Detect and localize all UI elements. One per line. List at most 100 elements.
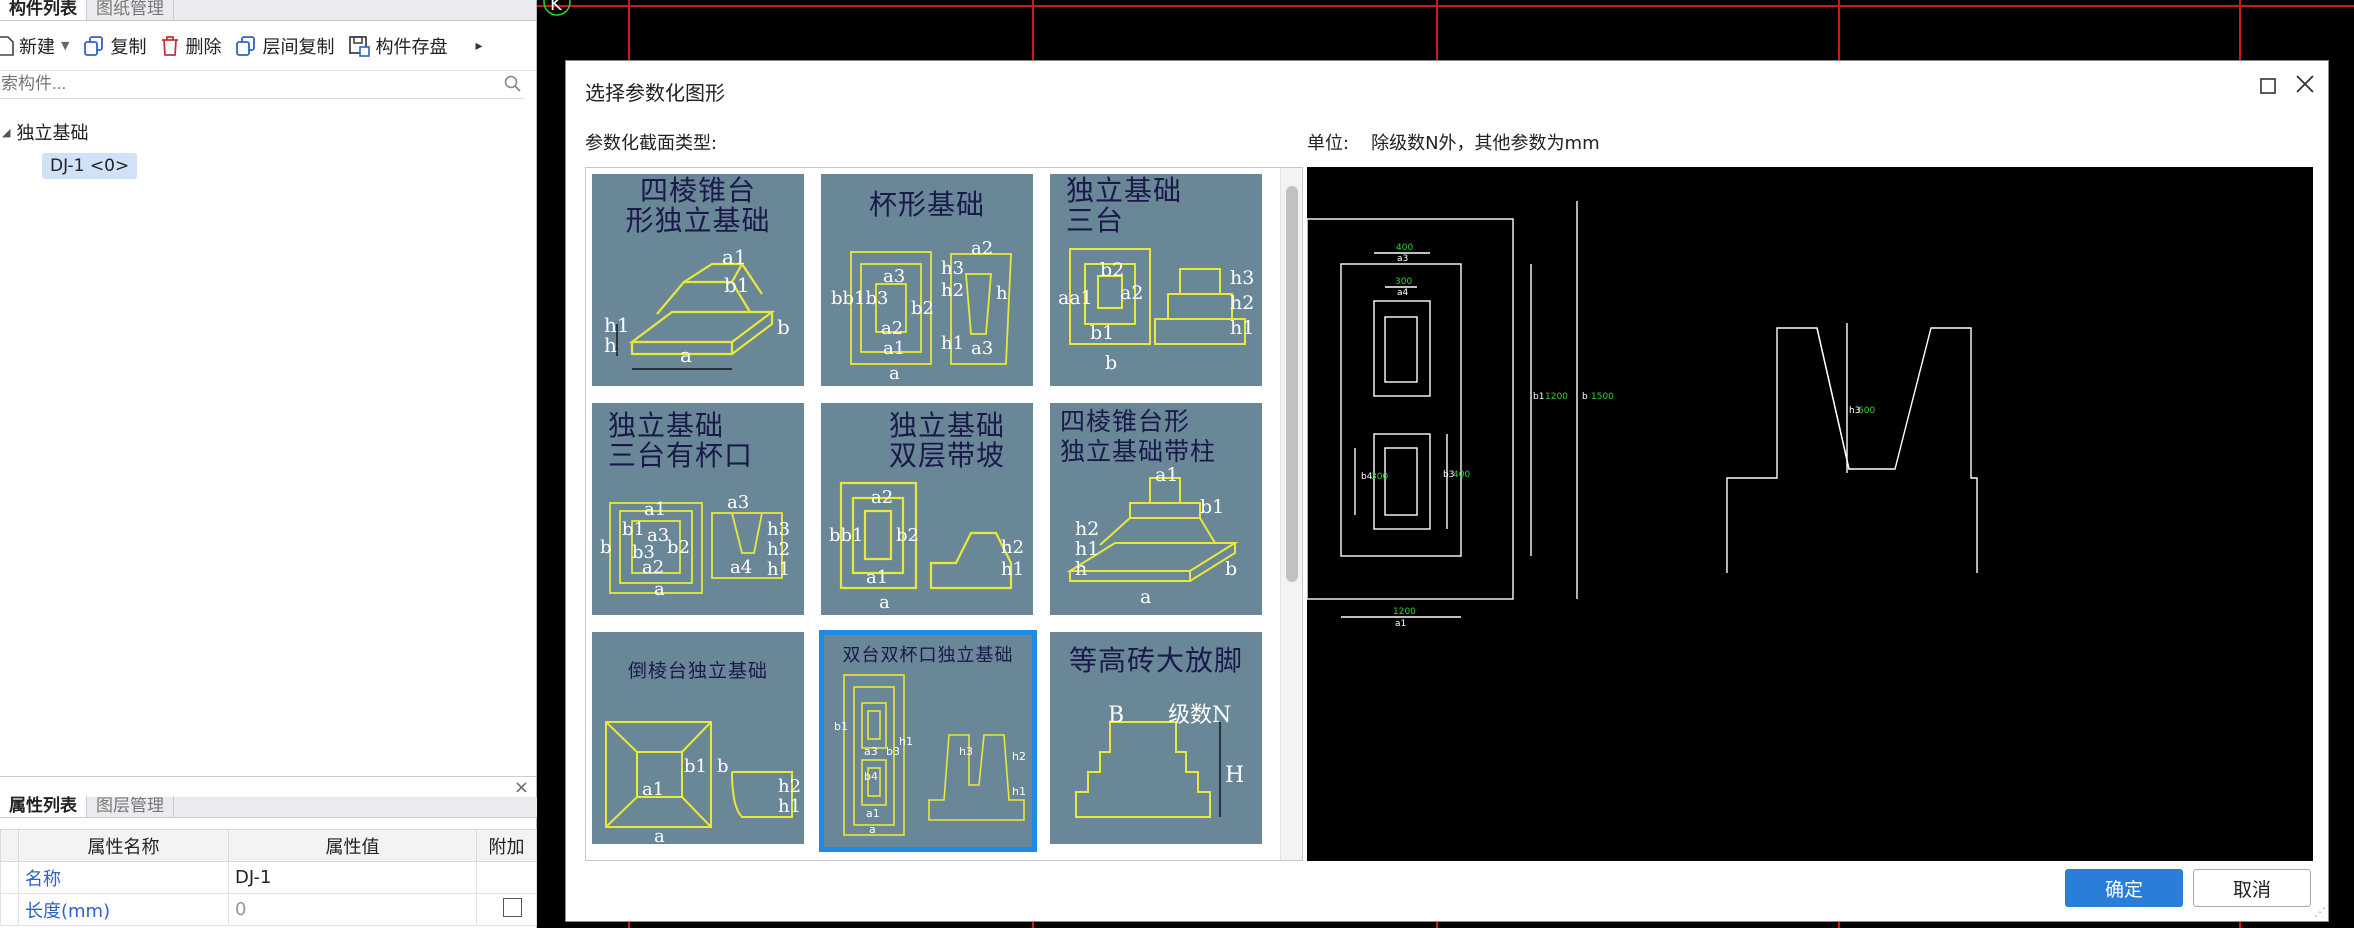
upper-cup-inner	[1384, 316, 1418, 383]
property-table: 属性名称 属性值 附加 名称 DJ-1 长度(mm) 0	[0, 829, 537, 926]
thumb-grid-scrollbar[interactable]	[1286, 186, 1298, 582]
dim-b-value: 1500	[1591, 392, 1614, 402]
svg-text:h2: h2	[1001, 537, 1024, 558]
thumb-title-line: 双台双杯口独立基础	[842, 645, 1014, 666]
section-type-label: 参数化截面类型:	[585, 133, 718, 154]
svg-text:bb1b3: bb1b3	[831, 288, 888, 309]
svg-text:h2: h2	[1230, 292, 1254, 314]
svg-text:h2: h2	[1012, 750, 1026, 763]
svg-text:a: a	[879, 592, 890, 613]
extra-checkbox[interactable]	[503, 897, 522, 917]
thumb-title: 杯形基础	[821, 190, 1033, 220]
svg-text:a: a	[654, 826, 665, 844]
svg-text:b3: b3	[632, 542, 655, 563]
copy-button-label: 复制	[110, 36, 147, 58]
floor-copy-icon	[236, 35, 256, 56]
preview-drawing: 400 300 1200 1500 400 300 1200 600 a3 a4…	[1307, 201, 1978, 629]
svg-text:h1: h1	[1075, 538, 1099, 560]
chevron-down-icon[interactable]: ▼	[61, 39, 70, 52]
row-index	[0, 893, 19, 926]
delete-button-label: 删除	[185, 36, 222, 58]
svg-text:a1: a1	[866, 567, 888, 588]
tree-node-isolated-foundation[interactable]: ◢ 独立基础	[0, 117, 536, 147]
new-button[interactable]: 新建 ▼	[0, 33, 69, 59]
thumb-title: 双台双杯口独立基础	[824, 641, 1032, 671]
dim-a4-name: a4	[1397, 288, 1409, 298]
upper-step-outline	[1340, 263, 1462, 557]
svg-text:a3: a3	[727, 492, 749, 513]
component-save-button[interactable]: 构件存盘	[348, 33, 447, 59]
floor-copy-button[interactable]: 层间复制	[235, 33, 334, 59]
tree-leaf-dj1[interactable]: DJ-1 <0>	[42, 153, 138, 179]
new-button-label: 新建	[19, 36, 55, 58]
svg-text:a2: a2	[642, 557, 664, 578]
svg-text:bb1: bb1	[829, 525, 864, 546]
property-value[interactable]: 0	[228, 893, 477, 926]
tab-drawing-management[interactable]: 图纸管理	[87, 0, 174, 20]
shape-thumb-brick-footing[interactable]: 等高砖大放脚 B 级数N H	[1044, 626, 1273, 855]
thumb-title: 四棱锥台形独立基础带柱	[1050, 407, 1262, 467]
svg-text:h1: h1	[778, 796, 801, 817]
caret-down-icon[interactable]: ◢	[2, 125, 11, 139]
thumb-title-line: 四棱锥台形	[1060, 407, 1191, 436]
dim-b-name: b	[1582, 392, 1588, 402]
search-input[interactable]	[0, 71, 464, 97]
svg-text:a2: a2	[971, 238, 993, 259]
delete-button[interactable]: 删除	[160, 33, 221, 59]
svg-text:aa1: aa1	[1058, 287, 1093, 309]
close-icon[interactable]: ×	[513, 777, 529, 798]
svg-text:h1: h1	[767, 559, 790, 580]
table-row: 名称 DJ-1	[0, 861, 537, 894]
thumb-title-line: 独立基础	[608, 409, 725, 442]
cancel-button[interactable]: 取消	[2193, 869, 2311, 907]
copy-icon	[84, 35, 104, 56]
maximize-icon[interactable]	[2260, 78, 2276, 94]
svg-text:a4: a4	[730, 557, 752, 578]
left-panel-tabs: 构件列表 图纸管理	[0, 0, 536, 21]
toolbar-more-button[interactable]: ▸	[475, 37, 483, 54]
tree-node-label: 独立基础	[16, 123, 89, 144]
dim-b4-name: b4	[1361, 472, 1373, 482]
dim-b1-value: 1200	[1545, 392, 1568, 402]
section-profile	[1726, 327, 1978, 573]
ok-button[interactable]: 确定	[2065, 869, 2183, 907]
dim-a1-value: 1200	[1393, 607, 1416, 617]
property-name: 长度(mm)	[18, 893, 229, 926]
tab-layer-management[interactable]: 图层管理	[87, 796, 174, 817]
lower-cup-outer	[1373, 433, 1431, 530]
svg-text:a1: a1	[1155, 464, 1178, 486]
tab-property-list[interactable]: 属性列表	[0, 796, 87, 817]
close-icon[interactable]	[2294, 73, 2316, 95]
unit-label: 单位:除级数N外，其他参数为mm	[1307, 129, 1600, 155]
dim-b1-name: b1	[1533, 392, 1544, 402]
copy-button[interactable]: 复制	[83, 33, 146, 59]
brick-b-label: B	[1108, 703, 1124, 728]
component-tree: ◢ 独立基础 DJ-1 <0>	[0, 99, 536, 179]
section-slope	[1816, 327, 1850, 470]
thumb-title: 等高砖大放脚	[1050, 646, 1262, 676]
property-tabs: 属性列表 图层管理	[0, 796, 537, 818]
svg-text:b: b	[717, 756, 729, 777]
dim-a4-value: 300	[1395, 277, 1412, 287]
shape-preview-canvas: 400 300 1200 1500 400 300 1200 600 a3 a4…	[1307, 167, 2313, 861]
thumb-title: 倒棱台独立基础	[592, 656, 804, 686]
thumb-title-line: 等高砖大放脚	[1068, 644, 1243, 677]
svg-text:h3: h3	[941, 258, 964, 279]
property-header-row: 属性名称 属性值 附加	[0, 829, 537, 862]
property-value[interactable]: DJ-1	[228, 861, 477, 894]
search-icon[interactable]	[504, 75, 522, 93]
resize-grip-icon[interactable]: ⋰	[2314, 905, 2326, 919]
tab-component-list[interactable]: 构件列表	[0, 0, 87, 20]
